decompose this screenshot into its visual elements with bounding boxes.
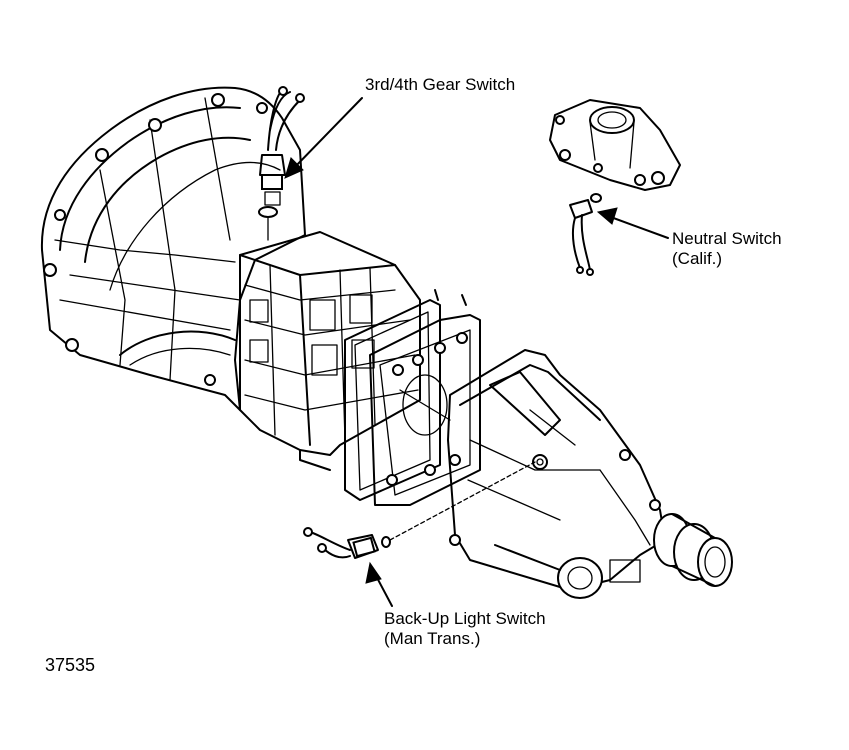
backup-switch-label-line1: Back-Up Light Switch	[384, 609, 546, 628]
main-case	[239, 231, 421, 471]
backup-switch-label-line2: (Man Trans.)	[384, 629, 481, 648]
backup-switch-arrow	[365, 561, 393, 607]
neutral-switch-label: Neutral Switch (Calif.)	[672, 229, 782, 269]
neutral-switch-housing	[549, 99, 681, 276]
neutral-switch-label-line1: Neutral Switch	[672, 229, 782, 248]
backup-switch-label: Back-Up Light Switch (Man Trans.)	[384, 609, 546, 649]
extension-housing	[447, 349, 733, 599]
gear-switch-arrow	[284, 97, 363, 179]
neutral-switch-label-line2: (Calif.)	[672, 249, 723, 268]
gear-switch-part	[258, 86, 305, 241]
backup-switch-part	[303, 461, 536, 559]
adapter-plates	[344, 289, 481, 506]
bell-housing	[40, 86, 306, 411]
gear-switch-label: 3rd/4th Gear Switch	[365, 75, 516, 94]
figure-number: 37535	[45, 655, 96, 675]
neutral-switch-arrow	[596, 207, 669, 239]
